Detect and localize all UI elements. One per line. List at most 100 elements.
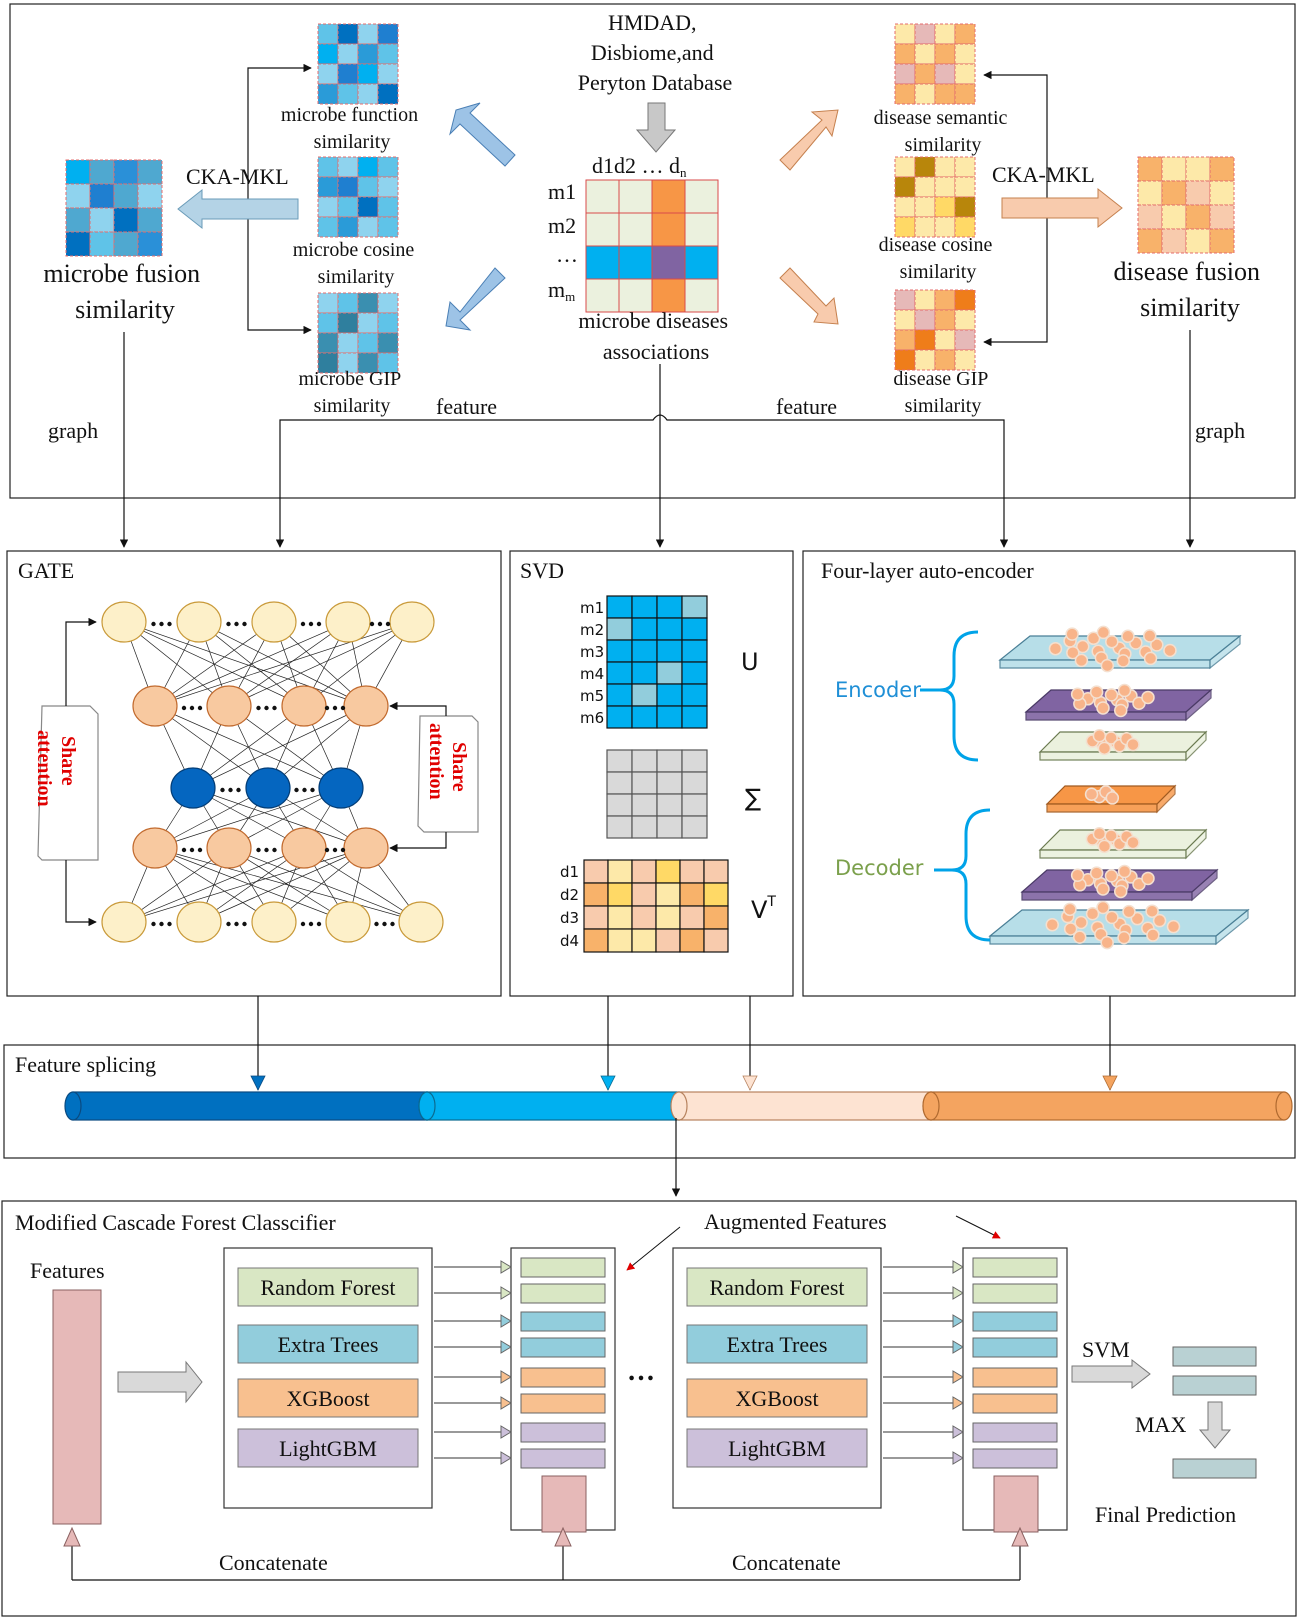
svd-u-cell	[631, 595, 658, 619]
gate-ellipsis-dot	[324, 847, 330, 853]
gate-ellipsis-dot	[310, 787, 315, 793]
matrix-cell	[914, 63, 936, 85]
matrix-cell	[357, 43, 379, 65]
gate-ellipsis-dot	[189, 847, 195, 853]
matrix-cell	[894, 156, 916, 178]
ae-unit	[1126, 835, 1140, 850]
autoencoder-title: Four-layer auto-encoder	[821, 558, 1034, 583]
gate-network	[101, 601, 444, 943]
augmented-feature-bar	[972, 1422, 1058, 1443]
svd-vt-cell	[631, 905, 657, 930]
gate-edge	[123, 621, 230, 707]
features-to-forest-arrow	[117, 1360, 203, 1404]
share-attention-left-arrow-top	[65, 617, 97, 706]
matrix-cell	[337, 292, 359, 314]
ae-unit	[1150, 638, 1164, 652]
concatenate-label-left: Concatenate	[219, 1550, 328, 1575]
classifier-box	[686, 1267, 868, 1307]
gate-ellipsis-dot	[272, 705, 277, 711]
svd-vt-cell	[655, 928, 681, 953]
ae-unit	[1070, 868, 1085, 883]
classifier-box	[237, 1267, 419, 1307]
gate-ellipsis-dot	[256, 847, 261, 853]
matrix-cell	[337, 176, 359, 198]
ckamkl-right-label: CKA-MKL	[992, 162, 1095, 187]
matrix-cell	[914, 23, 936, 45]
ae-unit	[1072, 930, 1087, 944]
matrix-cell	[954, 63, 976, 85]
matrix-cell	[377, 196, 399, 218]
matrix-cell	[317, 43, 339, 65]
svd-u-cell	[606, 705, 633, 729]
svd-sigma-cell	[631, 793, 658, 817]
features-label: Features	[30, 1258, 105, 1283]
matrix-cell	[1137, 228, 1163, 254]
ae-layer-side	[1215, 908, 1249, 946]
matrix-cell	[1209, 156, 1235, 182]
svd-vt-cell	[679, 928, 705, 953]
association-cell	[618, 179, 653, 214]
microbe-cosine-matrix	[317, 156, 399, 238]
matrix-cell	[65, 231, 91, 257]
gate-edge	[303, 847, 422, 923]
ae-unit	[1065, 627, 1079, 641]
decoder-brace	[951, 808, 991, 942]
svd-u-cell	[606, 683, 633, 707]
gate-ellipsis-dot	[242, 621, 247, 627]
matrix-cell	[337, 63, 359, 85]
svd-d-label: d3	[560, 909, 579, 927]
matrix-cell	[337, 332, 359, 354]
svd-u-cell	[606, 661, 633, 685]
gate-ellipsis-dot	[167, 621, 172, 627]
augmented-features-label: Augmented Features	[704, 1209, 887, 1234]
matrix-cell	[894, 309, 916, 331]
matrix-row-label: m1	[548, 179, 576, 204]
ae-unit	[1163, 643, 1177, 658]
matrix-cell	[914, 329, 936, 351]
matrix-cell	[317, 292, 339, 314]
gate-ellipsis-dot	[316, 621, 322, 627]
matrix-cell	[934, 43, 956, 65]
association-cell	[651, 179, 686, 214]
matrix-cell	[113, 207, 139, 233]
svd-u-cell	[656, 617, 683, 641]
ae-unit	[1116, 654, 1130, 668]
matrix-cell	[894, 43, 916, 65]
matrix-cell	[894, 63, 916, 85]
microbe-function-matrix	[317, 23, 399, 105]
gate-ellipsis-dot	[181, 705, 187, 711]
matrix-cell	[934, 349, 956, 371]
matrix-cell	[113, 231, 139, 257]
svd-m-label: m4	[580, 665, 604, 683]
svd-u-cell	[656, 639, 683, 663]
augmented-feature-bar	[520, 1448, 606, 1469]
association-cell	[651, 245, 686, 280]
matrix-cell	[113, 183, 139, 209]
database-line-2: Disbiome,and	[591, 40, 714, 65]
gate-edge	[228, 847, 422, 923]
matrix-cell	[954, 216, 976, 238]
feature-connector	[275, 414, 1009, 548]
matrix-cell	[377, 176, 399, 198]
svd-u-cell	[631, 705, 658, 729]
ae-unit	[1121, 629, 1135, 644]
svd-vt-cell	[631, 859, 657, 884]
ae-unit	[1117, 930, 1131, 945]
gate-node	[101, 601, 147, 643]
svd-u-cell	[681, 705, 708, 729]
svd-vt-cell	[607, 905, 633, 930]
gate-node	[206, 827, 252, 869]
forest-output-arrowhead	[952, 1425, 964, 1439]
splicing-title: Feature splicing	[15, 1052, 156, 1077]
matrix-cell	[317, 196, 339, 218]
svd-d-label: d4	[560, 932, 579, 950]
matrix-cell	[934, 63, 956, 85]
svd-vt-cell	[703, 905, 729, 930]
matrix-cell	[317, 156, 339, 178]
classifier-box	[686, 1324, 868, 1364]
matrix-cell	[1161, 156, 1187, 182]
association-cell	[585, 278, 620, 313]
matrix-cell	[914, 156, 936, 178]
splice-cylinder	[678, 1091, 932, 1121]
ae-unit	[1141, 871, 1155, 886]
